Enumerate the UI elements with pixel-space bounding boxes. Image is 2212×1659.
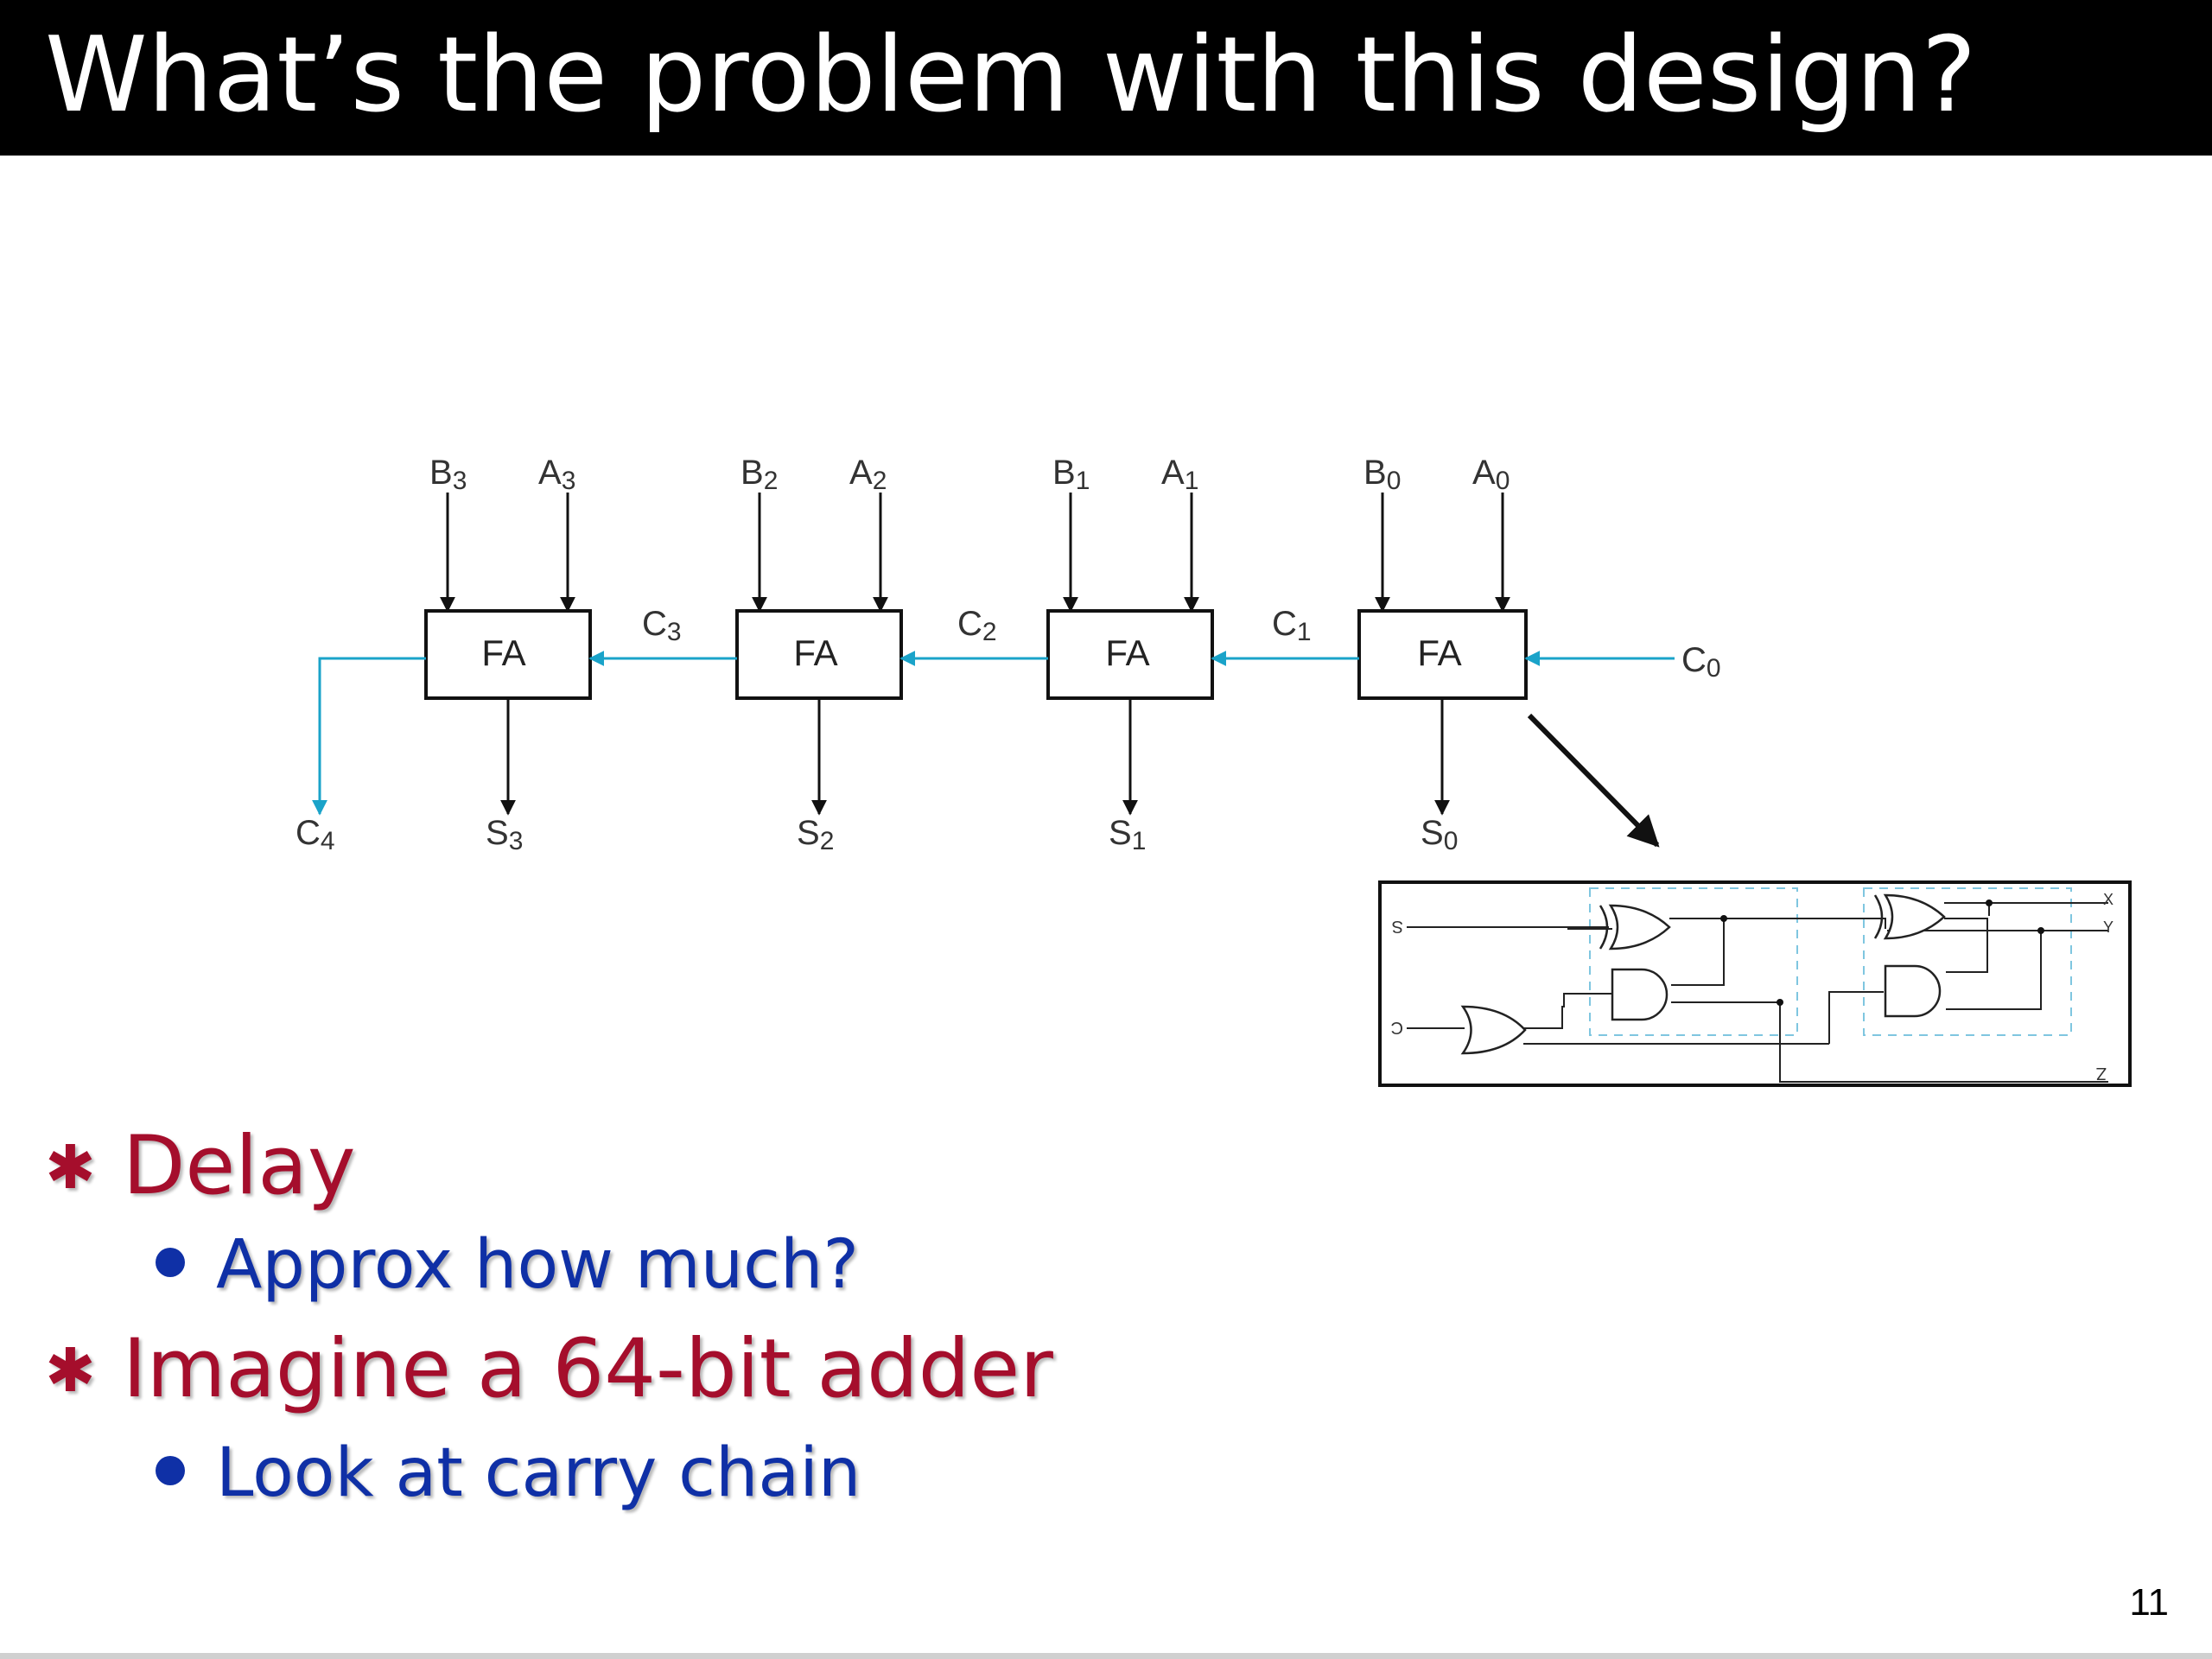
page-number: 11 [2129, 1581, 2169, 1624]
asterisk-bullet-icon: ✱ [45, 1335, 96, 1406]
carry-label-2: C2 [957, 605, 997, 646]
detail-label-y: Y [2103, 918, 2113, 936]
and-gate [1884, 964, 1942, 1018]
xor-gate [1599, 904, 1671, 950]
half-adder-box-1 [1589, 887, 1798, 1036]
carry-chain: C3 C2 C1 C0 C4 [296, 605, 1721, 855]
full-adder-block [735, 609, 903, 700]
dot-bullet-icon [156, 1248, 185, 1277]
bullet-imagine: ✱ Imagine a 64-bit adder [45, 1322, 1053, 1418]
input-a-label: A1 [1161, 454, 1198, 495]
carry-in-label: C0 [1681, 641, 1721, 683]
full-adder-gate-detail: S C X Y Z [1378, 880, 2132, 1087]
input-b-label: B0 [1363, 454, 1401, 495]
sub-bullet-text: Approx how much? [216, 1226, 859, 1304]
carry-label-3: C3 [642, 605, 682, 646]
full-adder-stage-0: FA B0 A0 S0 [1357, 454, 1528, 855]
sum-label: S2 [797, 814, 834, 855]
asterisk-bullet-icon: ✱ [45, 1132, 96, 1203]
full-adder-label: FA [1417, 632, 1461, 673]
detail-label-x: X [2103, 891, 2113, 908]
carry-label-1: C1 [1272, 605, 1312, 646]
full-adder-label: FA [1105, 632, 1149, 673]
sub-bullet-text: Look at carry chain [216, 1434, 861, 1512]
full-adder-block [1357, 609, 1528, 700]
and-gate [1611, 968, 1669, 1021]
sum-label: S1 [1109, 814, 1146, 855]
bullet-text: Imagine a 64-bit adder [123, 1322, 1053, 1416]
carry-out-wire [312, 657, 426, 816]
dot-bullet-icon [156, 1456, 185, 1485]
sub-bullet-approx: Approx how much? [156, 1224, 859, 1306]
detail-label-c: C [1391, 1018, 1403, 1037]
bullet-delay: ✱ Delay [45, 1119, 356, 1215]
full-adder-stage-1: FA B1 A1 S1 [1046, 454, 1214, 855]
input-a-label: A3 [538, 454, 575, 495]
input-b-label: B2 [741, 454, 778, 495]
full-adder-stage-2: FA B2 A2 S2 [735, 454, 903, 855]
full-adder-label: FA [793, 632, 837, 673]
sum-label: S0 [1421, 814, 1458, 855]
or-gate [1460, 1005, 1527, 1055]
half-adder-box-2 [1863, 887, 2072, 1036]
input-b-label: B3 [429, 454, 467, 495]
detail-frame [1378, 880, 2132, 1087]
full-adder-stage-3: FA B3 A3 S3 [424, 454, 592, 855]
xor-gate [1873, 893, 1946, 940]
bullet-text: Delay [123, 1119, 356, 1213]
input-a-label: A0 [1472, 454, 1510, 495]
zoom-arrow [1527, 713, 1660, 848]
input-a-label: A2 [849, 454, 887, 495]
detail-label-z: Z [2096, 1064, 2107, 1083]
title-bar: What’s the problem with this design? [0, 0, 2212, 156]
slide-title: What’s the problem with this design? [45, 16, 1977, 136]
bottom-divider [0, 1653, 2212, 1659]
detail-label-s: S [1392, 917, 1403, 936]
sum-label: S3 [486, 814, 523, 855]
sub-bullet-carry-chain: Look at carry chain [156, 1432, 861, 1515]
carry-out-label: C4 [296, 814, 335, 855]
input-b-label: B1 [1052, 454, 1090, 495]
full-adder-label: FA [481, 632, 525, 673]
